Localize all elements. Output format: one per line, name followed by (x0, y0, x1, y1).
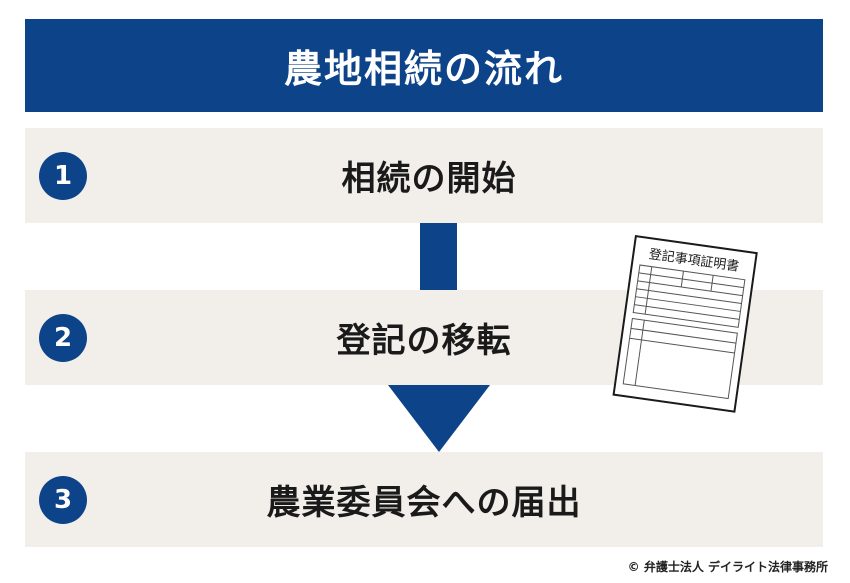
step-label: 登記の移転 (336, 321, 512, 361)
step-label: 相続の開始 (341, 159, 517, 199)
step-number-badge: 1 (39, 152, 87, 200)
title-banner: 農地相続の流れ (25, 19, 823, 112)
step-number-badge: 3 (39, 476, 87, 524)
down-arrow-icon (388, 385, 490, 452)
step-row-1: 1 相続の開始 (25, 128, 823, 223)
certificate-document-icon: 登記事項証明書 (606, 234, 766, 416)
step-label: 農業委員会への届出 (266, 483, 582, 523)
copyright-text: © 弁護士法人 デイライト法律事務所 (627, 560, 828, 574)
connector-bar (420, 223, 457, 290)
step-row-2: 2 登記の移転 (25, 290, 823, 385)
step-row-3: 3 農業委員会への届出 (25, 452, 823, 547)
step-number-badge: 2 (39, 314, 87, 362)
diagram-title: 農地相続の流れ (283, 47, 564, 91)
